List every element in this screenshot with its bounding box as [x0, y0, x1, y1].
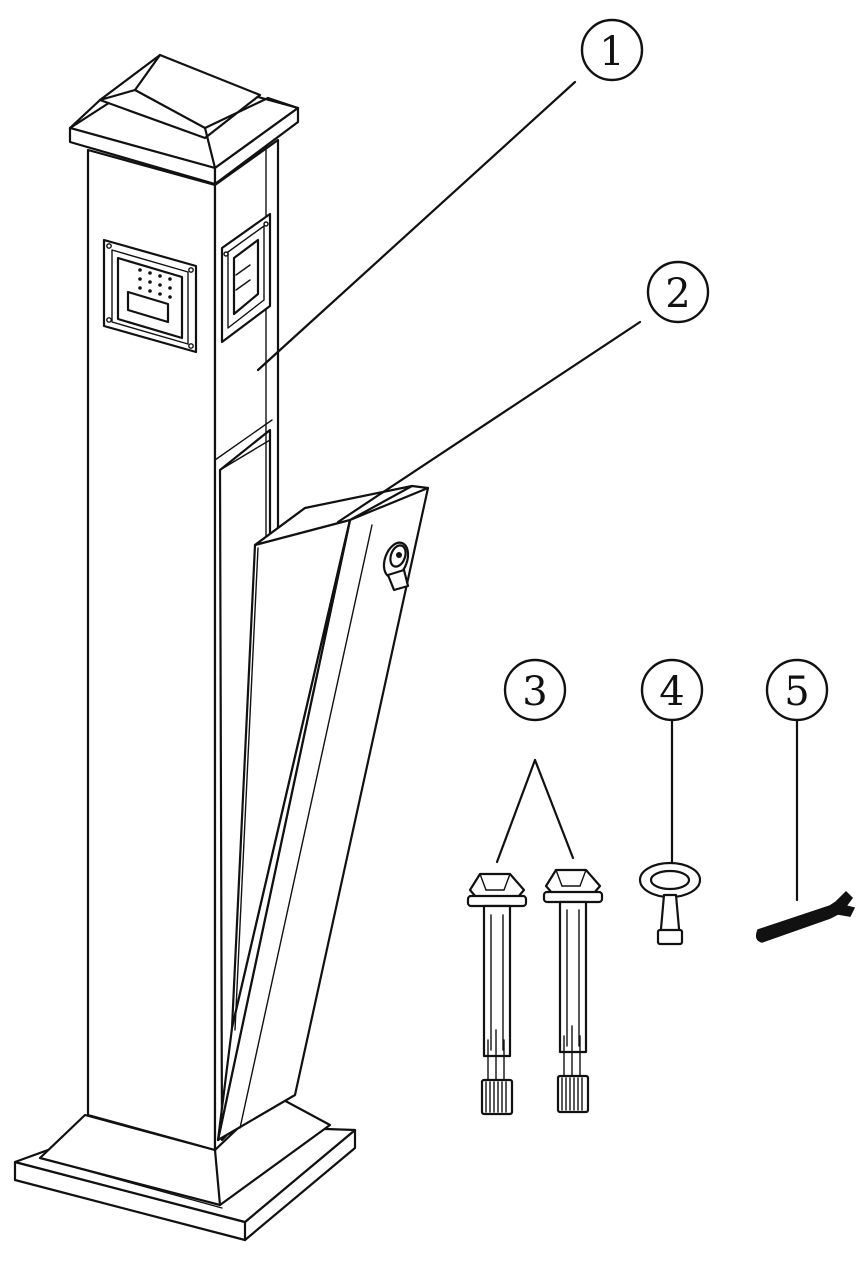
post-cap	[68, 53, 300, 186]
callout-2-label: 2	[665, 271, 690, 317]
door-lock	[382, 541, 410, 592]
wrench	[755, 890, 856, 943]
callout-4: 4	[640, 658, 704, 722]
callout-3: 3	[503, 658, 567, 722]
callout-1-label: 1	[599, 29, 624, 75]
anchor-bolt-right	[542, 868, 604, 1114]
pedestal-base	[13, 1088, 357, 1242]
callout-5: 5	[765, 658, 829, 722]
triangle-key	[638, 861, 702, 946]
callout-1: 1	[580, 18, 644, 82]
callout-5-label: 5	[784, 669, 809, 715]
leader-lines	[256, 80, 799, 902]
callout-4-label: 4	[659, 669, 684, 715]
callout-2: 2	[646, 260, 710, 324]
side-socket-panel	[220, 212, 272, 344]
keypad-panel	[102, 238, 198, 354]
callout-3-label: 3	[522, 669, 547, 715]
open-door	[216, 484, 430, 1142]
anchor-bolt-left	[466, 872, 528, 1116]
